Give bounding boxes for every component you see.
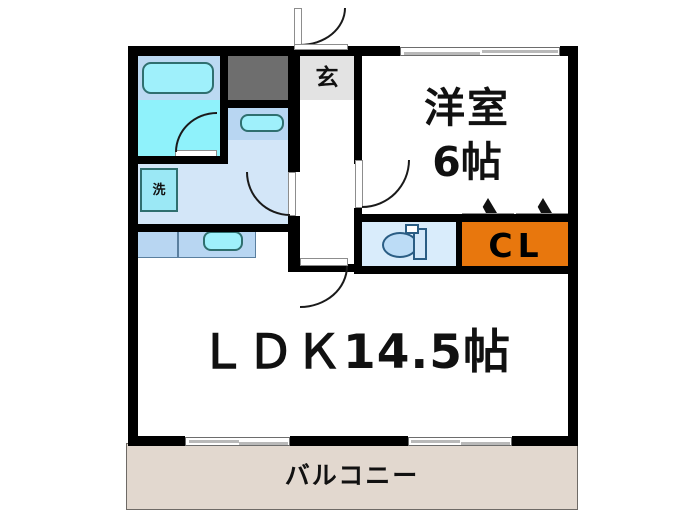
balcony-label: バルコニー bbox=[284, 460, 420, 490]
wall-outer-bottom-right bbox=[512, 436, 578, 446]
washroom-upper bbox=[228, 140, 296, 162]
balcony-window-right[interactable] bbox=[408, 437, 512, 446]
kitchen-sink-bowl bbox=[203, 231, 243, 251]
wall-hall-left-lower bbox=[288, 106, 300, 172]
wall-outer-top bbox=[128, 46, 400, 56]
genkan-label: 玄 bbox=[315, 64, 339, 91]
toilet-tank-lid-icon bbox=[405, 224, 419, 234]
wall-bath-bottom bbox=[128, 156, 228, 164]
entrance-door-swing bbox=[300, 8, 346, 46]
balcony-window-left[interactable] bbox=[185, 437, 290, 446]
bathtub-icon bbox=[142, 62, 214, 94]
closet-fold-marker-right bbox=[527, 198, 552, 213]
closet-fold-marker-left bbox=[472, 198, 497, 213]
closet-cl bbox=[462, 222, 570, 268]
wall-toilet-closet-bottom bbox=[354, 266, 578, 274]
vanity-sink-bowl bbox=[240, 114, 284, 132]
bedroom-label-line1: 洋室 bbox=[424, 83, 510, 132]
ldk-hall-door-leaf[interactable] bbox=[300, 258, 348, 266]
wall-bedroom-bottom bbox=[354, 214, 578, 222]
bedroom-window[interactable] bbox=[400, 47, 560, 56]
washing-machine-label: 洗 bbox=[152, 182, 166, 198]
toilet-tank-icon bbox=[413, 228, 427, 260]
room-genkan bbox=[300, 56, 354, 100]
wall-outer-bottom-mid bbox=[290, 436, 408, 446]
wall-hall-left-upper bbox=[288, 46, 300, 106]
bedroom-label-line2: 6帖 bbox=[432, 137, 502, 186]
wall-kitchen-top bbox=[128, 224, 300, 232]
wall-outer-bottom-left bbox=[128, 436, 185, 446]
wall-hall-right bbox=[354, 46, 362, 164]
wall-vanity-top bbox=[220, 100, 300, 108]
toilet-bowl-icon bbox=[382, 232, 418, 258]
ldk-label: ＬＤＫ14.5帖 bbox=[199, 324, 511, 380]
wall-toilet-closet-divider bbox=[456, 214, 462, 272]
washing-machine-pan bbox=[140, 168, 178, 212]
wall-outer-right bbox=[568, 46, 578, 446]
wall-outer-left bbox=[128, 46, 138, 446]
wall-toilet-left bbox=[354, 214, 362, 274]
entrance-threshold bbox=[294, 44, 348, 50]
closet-label: CL bbox=[488, 225, 544, 265]
shoe-cupboard bbox=[228, 56, 288, 106]
